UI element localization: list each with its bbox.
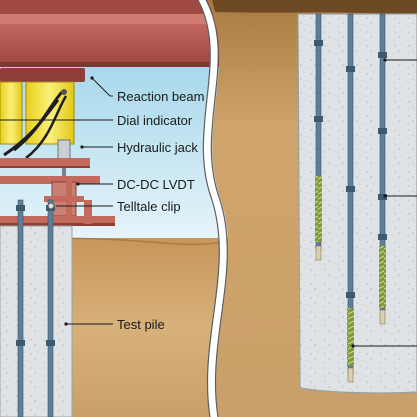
reference-beam — [0, 216, 115, 223]
right-panel — [207, 0, 417, 417]
label-reaction-beam: Reaction beam — [117, 89, 204, 104]
left-panel: Reaction beam Dial indicator Hydraulic j… — [0, 0, 231, 417]
strain-gauge-b — [347, 308, 354, 366]
reaction-beam — [0, 22, 225, 64]
strain-gauge-a — [315, 176, 322, 242]
label-lvdt: DC-DC LVDT — [117, 177, 195, 192]
panel-divider — [198, 0, 228, 417]
strain-gauge-c — [379, 246, 386, 308]
jack-cap — [0, 68, 85, 82]
label-test-pile: Test pile — [117, 317, 165, 332]
hydraulic-jack-left — [0, 81, 23, 145]
load-plate-upper — [0, 158, 90, 166]
telltale-rod-2 — [47, 199, 54, 417]
load-plate-lower — [0, 176, 100, 184]
label-telltale-clip: Telltale clip — [117, 199, 181, 214]
test-pile — [0, 225, 73, 417]
label-hydraulic-jack: Hydraulic jack — [117, 140, 198, 155]
telltale-rod-1 — [17, 199, 24, 417]
label-dial-indicator: Dial indicator — [117, 113, 193, 128]
telltale-clip — [47, 202, 55, 210]
